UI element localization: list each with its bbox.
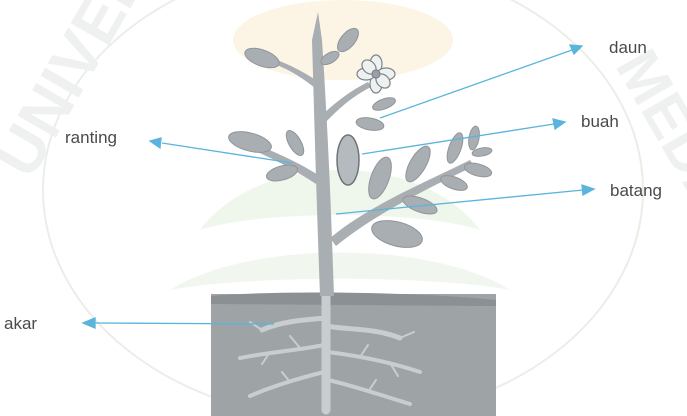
label-ranting: ranting	[65, 128, 117, 148]
label-batang: batang	[610, 181, 662, 201]
label-daun: daun	[609, 38, 647, 58]
label-akar: akar	[4, 314, 37, 334]
fruit	[337, 135, 359, 185]
label-buah: buah	[581, 112, 619, 132]
pointer-lines	[83, 45, 594, 328]
